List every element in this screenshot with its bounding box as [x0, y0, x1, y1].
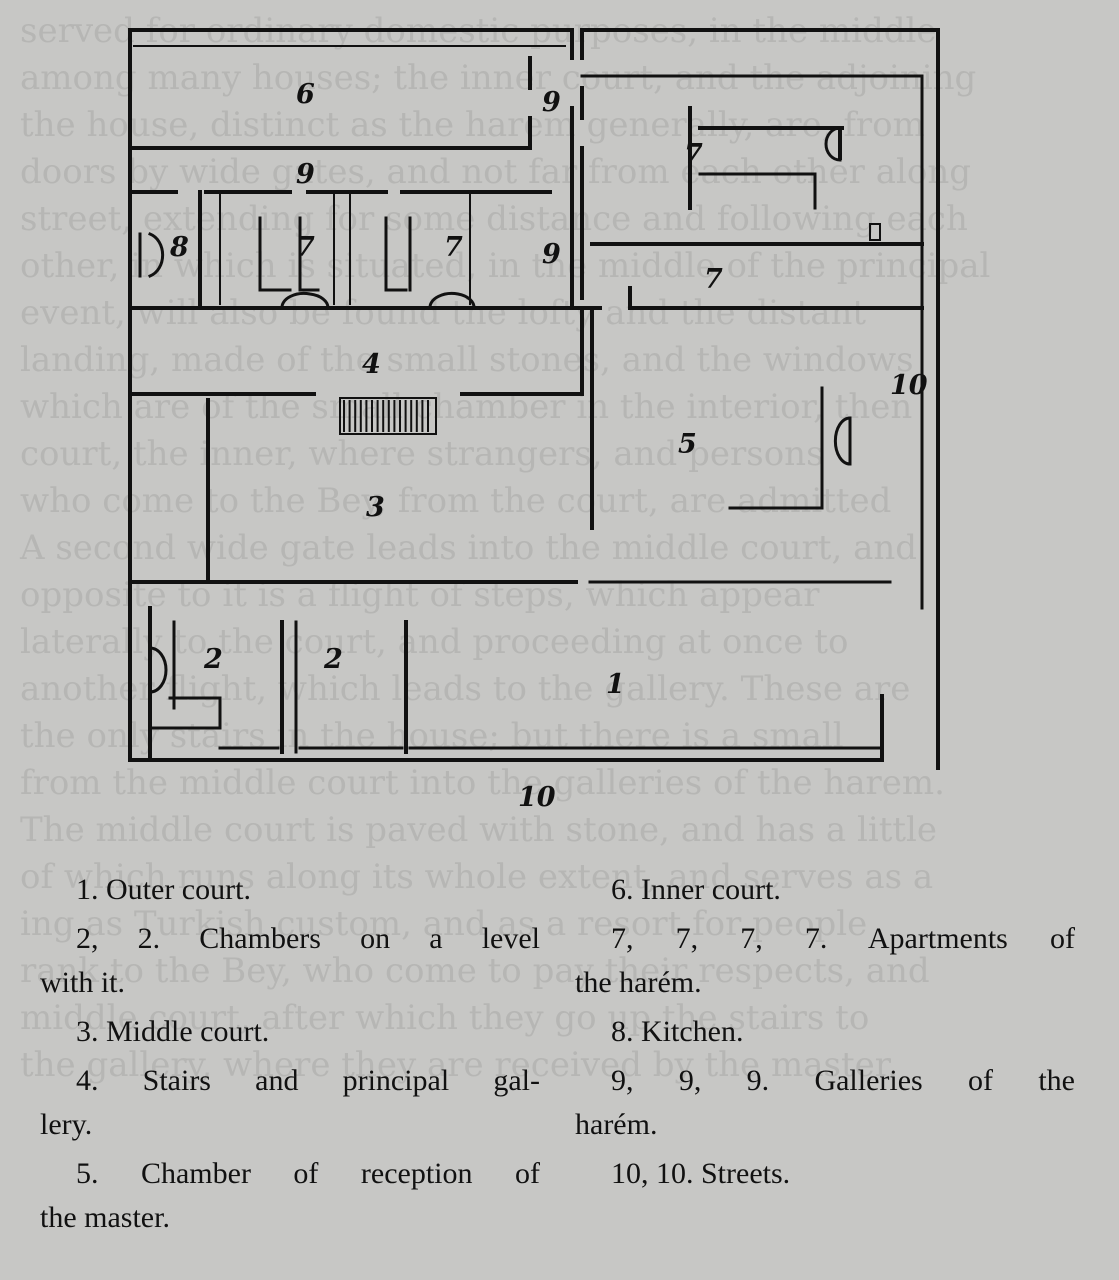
wall-niche [869, 223, 881, 241]
label-2-chamber-left: 2 [203, 644, 223, 675]
bleed-through-line: other, in which is situated, in the midd… [20, 246, 991, 286]
legend-column-right: 6. Inner court. 7, 7, 7, 7. Apartments o… [575, 868, 1075, 1201]
stair-steps [343, 400, 429, 432]
legend-entry-outer-court: 1. Outer court. [76, 873, 251, 906]
apt7a-inner-wall-right [298, 216, 320, 292]
apt7b-alcove [428, 291, 476, 310]
label-7-apartment-c: 7 [684, 139, 703, 170]
chamber2a-alcove [148, 646, 168, 694]
bleed-through-line: event, will also be found the lofty and … [20, 293, 867, 333]
apt7c-alcove [824, 126, 842, 162]
legend-entry-kitchen: 8. Kitchen. [611, 1015, 744, 1048]
bleed-through-line: street, extending for some distance and … [20, 199, 968, 239]
apt7d-bottom-wall [628, 286, 924, 310]
apt7c-inner-wall [698, 172, 817, 210]
label-9-gallery-lower: 9 [542, 239, 561, 270]
chamber2a-inner-box [168, 696, 222, 730]
legend-entry-chambers: 2, 2. Chambers on a level with it. [40, 922, 540, 999]
legend-entry-galleries: 9, 9, 9. Galleries of the harém. [575, 1064, 1075, 1141]
label-7-apartment-d: 7 [704, 264, 723, 295]
label-5-reception: 5 [678, 429, 697, 460]
bleed-through-line: from the middle court into the galleries… [20, 763, 945, 803]
label-9-gallery-top: 9 [542, 87, 561, 118]
bleed-through-line: of which runs along its whole extent, an… [20, 857, 934, 897]
bleed-through-line: rank to the Bey, who come to pay their r… [20, 951, 930, 991]
bleed-through-line: A second wide gate leads into the middle… [20, 528, 918, 568]
apt7a-alcove [280, 291, 330, 310]
staircase-frame [339, 397, 437, 435]
kitchen-hearth [148, 232, 165, 278]
outer-wall-left-bottom [128, 28, 884, 762]
plan-walls [128, 28, 940, 770]
bleed-through-line: ing as Turkish custom, and as a resort f… [20, 904, 868, 944]
bleed-through-line: court, the inner, where strangers, and p… [20, 434, 824, 474]
apt7b-inner-wall-left [384, 216, 408, 292]
label-8-kitchen: 8 [169, 232, 189, 263]
legend-entry-apartments: 7, 7, 7, 7. Apartments of the harém. [575, 922, 1075, 999]
bleed-through-line: doors by wide gates, and not far from ea… [20, 152, 972, 192]
apt7a-inner-wall-left [258, 216, 292, 292]
bleed-through-line: landing, made of the small stones, and t… [20, 340, 914, 380]
bleed-through-line: the gallery, where they are received by … [20, 1045, 899, 1085]
house-floor-plan: 1 2 2 3 4 5 6 7 7 7 7 8 9 9 9 10 10 [128, 28, 940, 813]
legend-entry-stairs-gallery: 4. Stairs and principal gal- lery. [40, 1064, 540, 1141]
bleed-through-line: The middle court is paved with stone, an… [20, 810, 938, 850]
label-7-apartment-a: 7 [296, 232, 315, 263]
legend-entry-streets: 10, 10. Streets. [611, 1157, 791, 1190]
outer-wall-top-right [580, 28, 940, 770]
staircase [339, 397, 437, 435]
bleed-through-line: among many houses; the inner court, and … [20, 58, 977, 98]
bleed-through-line: who come to the Bey, from the court, are… [20, 481, 892, 521]
label-10-street-bottom: 10 [518, 782, 556, 813]
legend-entry-reception: 5. Chamber of reception of the master. [40, 1157, 540, 1234]
gallery4-bottom-right [460, 306, 584, 396]
inner-right-wall [580, 74, 924, 610]
legend-entry-inner-court: 6. Inner court. [611, 873, 781, 906]
label-2-chamber-right: 2 [323, 644, 343, 675]
legend-column-left: 1. Outer court. 2, 2. Chambers on a leve… [40, 868, 540, 1245]
label-7-apartment-b: 7 [444, 232, 463, 263]
chamber5-alcove [833, 416, 852, 466]
label-9-gallery-middle: 9 [296, 159, 315, 190]
chamber5-inner-wall [728, 386, 824, 510]
label-10-street-right: 10 [890, 370, 928, 401]
bleed-through-line: middle court, after which they go up the… [20, 998, 870, 1038]
legend-entry-middle-court: 3. Middle court. [76, 1015, 270, 1048]
bleed-through-line: another flight, which leads to the galle… [20, 669, 911, 709]
label-3-middle-court: 3 [366, 492, 385, 523]
label-6-inner-court: 6 [296, 79, 315, 110]
bleed-through-line: laterally to the court, and proceeding a… [20, 622, 849, 662]
chamber2a-corner [148, 696, 222, 730]
bleed-through-line: the house, distinct as the harem general… [20, 105, 925, 145]
label-1-outer-court: 1 [606, 669, 625, 700]
plan-legend: 1. Outer court. 2, 2. Chambers on a leve… [0, 868, 1119, 1268]
label-4-gallery: 4 [362, 349, 381, 380]
